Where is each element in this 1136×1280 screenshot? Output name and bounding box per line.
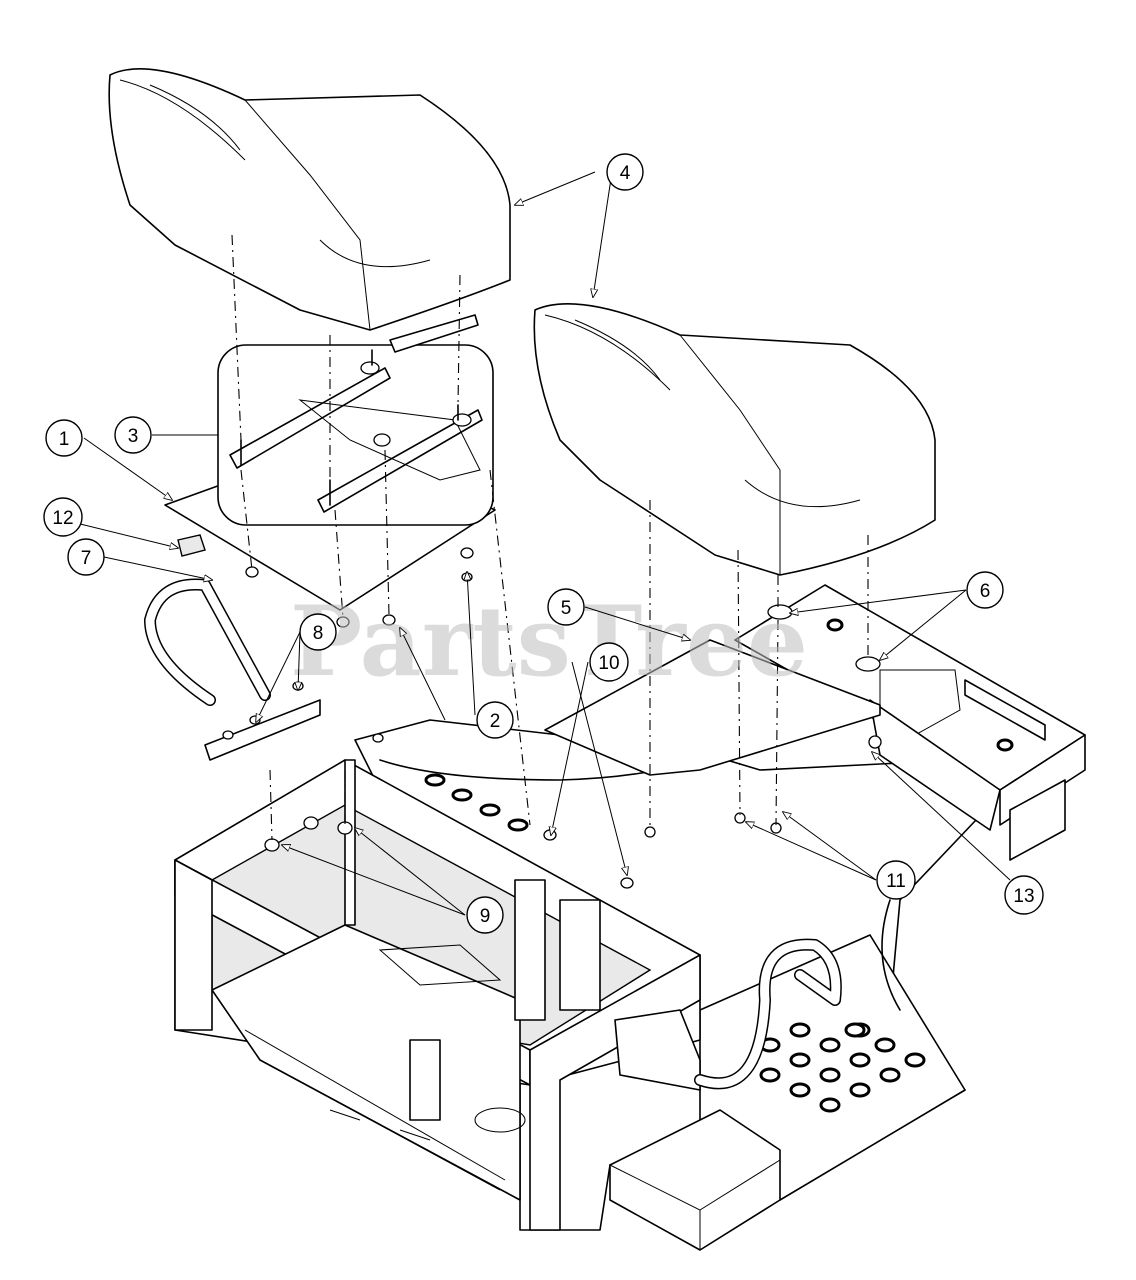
svg-text:3: 3 [128,426,139,447]
svg-text:2: 2 [490,711,501,732]
leader-lines [63,171,1011,916]
svg-text:13: 13 [1013,886,1034,907]
seat-mount-plate-right [544,639,881,776]
callout-12: 12 [43,497,83,537]
seat-pan-block [177,534,206,557]
callout-7: 7 [67,538,105,576]
svg-text:10: 10 [598,653,619,674]
callout-13: 13 [1004,875,1044,915]
rear-mounting-bracket [734,584,1086,861]
svg-text:7: 7 [81,548,92,569]
seat-left [108,68,511,331]
grab-handle-left [144,578,321,761]
callout-11: 11 [876,860,916,900]
callout-10: 10 [589,642,629,682]
callout-1: 1 [45,419,83,457]
callout-9: 9 [466,896,504,934]
callout-5: 5 [547,588,585,626]
step-plate-holes [759,1022,926,1113]
alignment-lines [231,234,869,841]
deck-holes [424,773,529,832]
grab-handle-right [694,938,842,1090]
callout-8: 8 [299,613,337,651]
callout-4: 4 [606,153,644,191]
seat-right [533,303,936,576]
svg-text:1: 1 [59,429,70,450]
callout-6: 6 [966,571,1004,609]
svg-text:12: 12 [52,508,73,529]
callout-2: 2 [476,701,514,739]
svg-text:5: 5 [561,598,572,619]
callout-3: 3 [114,416,152,454]
svg-text:4: 4 [620,163,631,184]
svg-text:9: 9 [480,906,491,927]
svg-text:8: 8 [313,623,324,644]
svg-text:6: 6 [980,581,991,602]
seat-slide-rails-assembly [217,314,494,526]
seat-frame-chassis [174,719,996,1251]
svg-text:11: 11 [886,871,906,892]
